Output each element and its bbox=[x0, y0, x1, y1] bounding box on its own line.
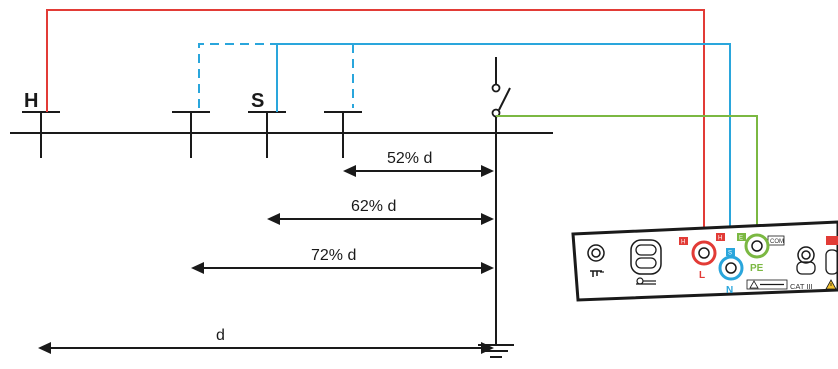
stake-h-label: H bbox=[24, 90, 38, 112]
svg-text:H: H bbox=[681, 240, 685, 246]
terminal-l-label: L bbox=[699, 270, 705, 281]
terminal-n-label: N bbox=[726, 285, 733, 296]
svg-text:H: H bbox=[718, 236, 722, 242]
stake-s bbox=[248, 111, 286, 158]
svg-text:COM: COM bbox=[770, 239, 784, 245]
wire-h-red bbox=[46, 9, 705, 234]
right-connector-icon bbox=[796, 246, 838, 275]
distance-label-d: d bbox=[216, 327, 225, 344]
stake-s-label: S bbox=[251, 90, 264, 112]
svg-text:E: E bbox=[739, 236, 743, 242]
badge-s bbox=[726, 248, 735, 256]
stake-h bbox=[22, 111, 60, 158]
wire-s-dashed-62 bbox=[198, 43, 277, 108]
distance-arrow-72 bbox=[191, 262, 494, 274]
earth-electrode bbox=[491, 57, 511, 345]
badge-warning-right bbox=[826, 236, 838, 245]
badge-h bbox=[679, 237, 688, 245]
cat-label: CAT III bbox=[790, 282, 813, 291]
distance-label-52: 52% d bbox=[387, 150, 432, 167]
wire-e-green bbox=[496, 115, 758, 234]
distance-arrow-52 bbox=[343, 165, 494, 177]
distance-label-72: 72% d bbox=[311, 247, 356, 264]
safety-warning-strip bbox=[746, 279, 788, 290]
distance-arrow-d bbox=[38, 342, 494, 354]
terminal-n bbox=[718, 255, 744, 281]
stake-52 bbox=[324, 111, 362, 158]
knob-icon bbox=[587, 244, 605, 277]
wire-s-blue bbox=[276, 43, 731, 262]
instrument-panel: H H E S COM L N PE bbox=[571, 220, 838, 302]
svg-text:S: S bbox=[728, 251, 732, 257]
stake-62 bbox=[172, 111, 210, 158]
badge-e bbox=[737, 233, 746, 241]
clamp-connector-icon bbox=[630, 239, 662, 285]
terminal-pe-label: PE bbox=[750, 263, 764, 274]
warning-icon bbox=[825, 279, 837, 290]
terminal-pe bbox=[744, 233, 770, 259]
distance-label-62: 62% d bbox=[351, 198, 396, 215]
badge-h2 bbox=[716, 233, 725, 241]
terminal-l bbox=[691, 240, 717, 266]
distance-arrow-62 bbox=[267, 213, 494, 225]
